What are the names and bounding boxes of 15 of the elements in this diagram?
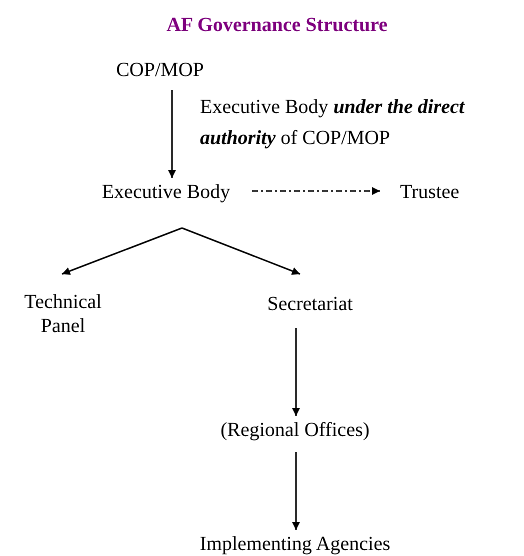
arrow bbox=[292, 452, 300, 530]
node-label: COP/MOP bbox=[116, 58, 204, 82]
arrow bbox=[292, 328, 300, 416]
node-label: Technical Panel bbox=[23, 290, 103, 338]
arrow bbox=[168, 90, 176, 178]
node-label: Executive Body bbox=[102, 180, 230, 204]
node-label: Trustee bbox=[400, 180, 460, 204]
node-label: Secretariat bbox=[267, 292, 353, 316]
dash-dot-arrow bbox=[252, 187, 380, 195]
node-label: (Regional Offices) bbox=[220, 418, 370, 442]
diagram-title: AF Governance Structure bbox=[165, 14, 389, 37]
arrow bbox=[62, 227, 182, 275]
arrow bbox=[182, 227, 300, 275]
node-label: Implementing Agencies bbox=[200, 532, 390, 556]
edge-label: Executive Body under the direct authority of COP/MOP bbox=[200, 95, 466, 151]
